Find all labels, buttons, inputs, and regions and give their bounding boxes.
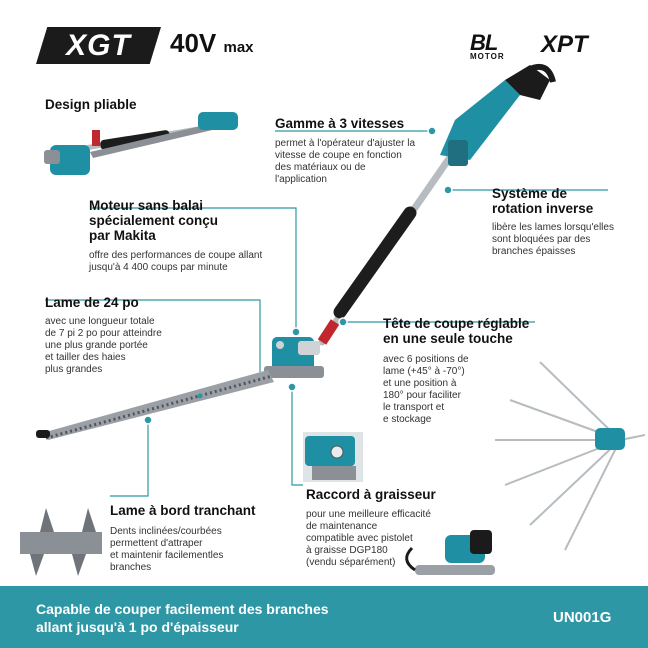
edge-line: branches (110, 562, 152, 573)
speeds-line: permet à l'opérateur d'ajuster la (275, 138, 416, 149)
head-line: lame (+45° à -70°) (383, 366, 465, 377)
leader-motor (92, 207, 297, 330)
grease-fitting-detail-image (303, 432, 363, 482)
fan-head-icon (595, 428, 625, 450)
leader-lines (45, 130, 608, 497)
xgt-logo: XGT (36, 27, 161, 64)
grease-line: de maintenance (306, 521, 378, 532)
grease-line: (vendu séparément) (306, 557, 396, 568)
voltage-value: 40V (170, 28, 217, 58)
blade-line: une plus grande portée (45, 340, 148, 351)
leader-blade (45, 299, 261, 372)
dot-motor (291, 327, 301, 337)
foldable-title: Design pliable (45, 97, 137, 112)
bl-motor-logo: BL MOTOR (470, 30, 528, 62)
head-line: 180° pour faciliter (383, 390, 461, 401)
blade-line: de 7 pi 2 po pour atteindre (45, 328, 162, 339)
edge-line: et maintenir facilementles (110, 550, 224, 561)
reverse-desc: libère les lames lorsqu'elles sont bloqu… (492, 222, 642, 258)
grease-desc: pour une meilleure efficacité de mainten… (306, 509, 466, 569)
speeds-line: l'application (275, 174, 327, 185)
voltage-suffix: max (223, 39, 254, 56)
reverse-title-line: Système de (492, 186, 568, 201)
motor-title-line: par Makita (89, 228, 156, 243)
hedge-trimmer-illustration (20, 64, 646, 576)
edge-title: Lame à bord tranchant (110, 503, 256, 518)
head-desc: avec 6 positions de lame (+45° à -70°) e… (383, 354, 583, 426)
main-trimmer (36, 64, 556, 440)
motor-line: jusqu'à 4 400 coups par minute (89, 262, 228, 273)
dot-edge (143, 415, 153, 425)
motor-title-line: Moteur sans balai (89, 198, 204, 213)
footer-tagline: Capable de couper facilement des branche… (36, 600, 329, 636)
blade-line: avec une longueur totale (45, 316, 155, 327)
leader-edge (110, 420, 149, 497)
blade-edge-closeup-image (20, 508, 102, 576)
edge-block: Lame à bord tranchant Dents inclinées/co… (110, 503, 290, 574)
voltage-label: 40V max (170, 28, 254, 59)
grease-line: compatible avec pistolet (306, 533, 413, 544)
edge-desc: Dents inclinées/courbées permettent d'at… (110, 526, 290, 574)
motor-block: Moteur sans balai spécialement conçu par… (89, 198, 289, 274)
xgt-logo-text: XGT (66, 28, 131, 62)
speeds-title: Gamme à 3 vitesses (275, 116, 405, 131)
head-title: Tête de coupe réglable en une seule touc… (383, 316, 583, 346)
reverse-line: libère les lames lorsqu'elles (492, 222, 614, 233)
reverse-title: Système de rotation inverse (492, 186, 642, 216)
speeds-block: Gamme à 3 vitesses permet à l'opérateur … (275, 116, 445, 186)
motor-desc: offre des performances de coupe allant j… (89, 250, 289, 274)
footer-tagline-line: allant jusqu'à 1 po d'épaisseur (36, 619, 239, 635)
motor-title: Moteur sans balai spécialement conçu par… (89, 198, 289, 243)
head-line: et une position à (383, 378, 457, 389)
motor-logo-text: MOTOR (470, 52, 505, 61)
footer-tagline-line: Capable de couper facilement des branche… (36, 601, 329, 617)
head-line: avec 6 positions de (383, 354, 469, 365)
folded-tool-image (44, 112, 238, 175)
head-line: le transport et (383, 402, 445, 413)
speeds-desc: permet à l'opérateur d'ajuster la vitess… (275, 138, 445, 186)
grease-gun-image (405, 530, 495, 575)
dot-head (338, 317, 348, 327)
dot-speeds (427, 126, 437, 136)
blade-title: Lame de 24 po (45, 295, 139, 310)
bl-logo-text: BL (470, 30, 498, 55)
grease-title: Raccord à graisseur (306, 487, 436, 502)
blade-line: plus grandes (45, 364, 103, 375)
blade-block: Lame de 24 po avec une longueur totale d… (45, 295, 195, 376)
speeds-line: des matériaux ou de (275, 162, 366, 173)
grease-line: à graisse DGP180 (306, 545, 388, 556)
grease-line: pour une meilleure efficacité (306, 509, 431, 520)
blade-desc: avec une longueur totale de 7 pi 2 po po… (45, 316, 195, 376)
motor-line: offre des performances de coupe allant (89, 250, 263, 261)
head-block: Tête de coupe réglable en une seule touc… (383, 316, 583, 426)
head-title-line: en une seule touche (383, 331, 513, 346)
grease-block: Raccord à graisseur pour une meilleure e… (306, 487, 466, 569)
blade-line: et tailler des haies (45, 352, 126, 363)
xpt-logo: XPT (541, 31, 588, 58)
reverse-title-line: rotation inverse (492, 201, 594, 216)
model-number: UN001G (553, 609, 612, 626)
head-line: e stockage (383, 414, 432, 425)
edge-line: Dents inclinées/courbées (110, 526, 222, 537)
edge-line: permettent d'attraper (110, 538, 203, 549)
speeds-line: vitesse de coupe en fonction (275, 150, 402, 161)
leader-grease (291, 387, 303, 486)
head-title-line: Tête de coupe réglable (383, 316, 530, 331)
motor-title-line: spécialement conçu (89, 213, 219, 228)
dot-grease (287, 382, 297, 392)
dot-reverse (443, 185, 453, 195)
reverse-line: sont bloquées par des (492, 234, 591, 245)
footer-banner (0, 586, 648, 648)
reverse-block: Système de rotation inverse libère les l… (492, 186, 642, 258)
reverse-line: branches épaisses (492, 246, 576, 257)
